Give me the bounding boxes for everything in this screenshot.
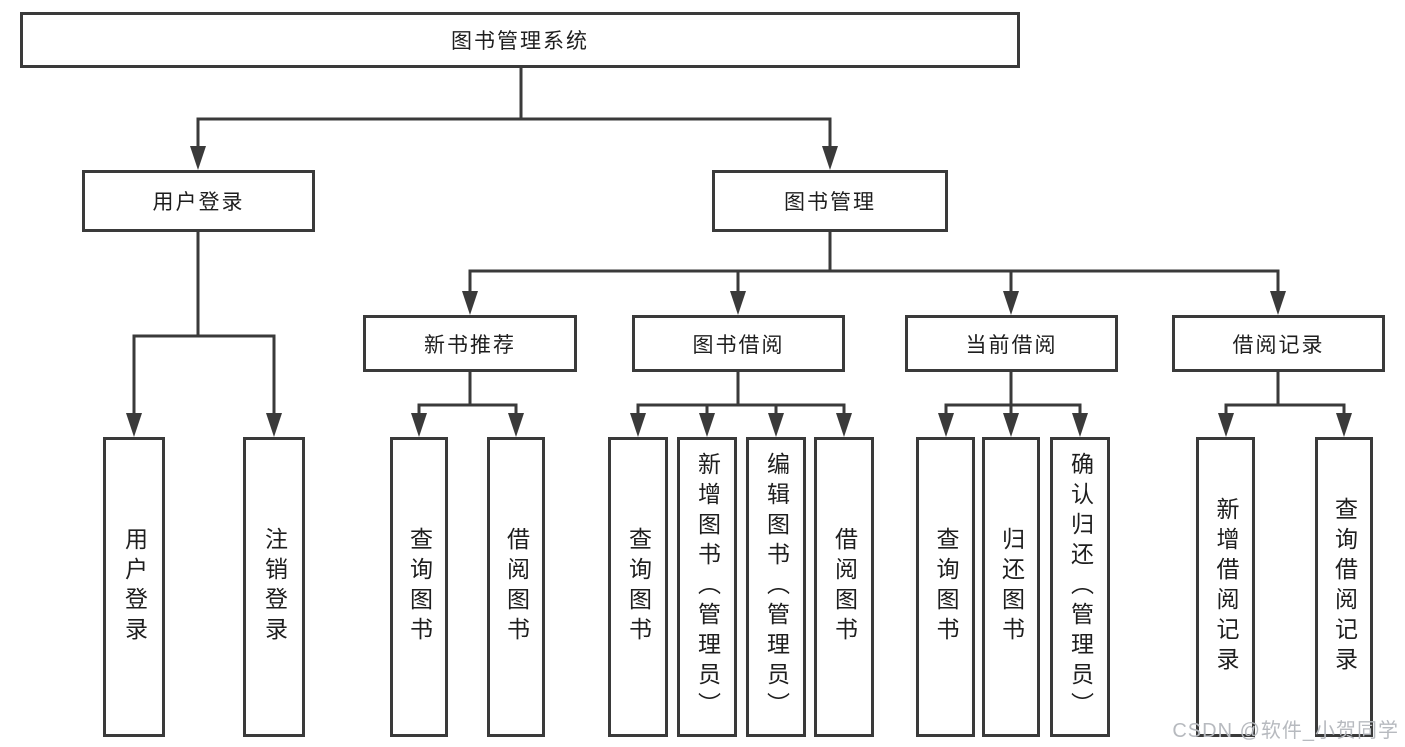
node-label: 新书推荐 [424,333,516,357]
node-label: 借阅图书 [503,527,530,647]
node-book-management: 图书管理 [712,170,948,232]
node-borrowing-records: 借阅记录 [1172,315,1385,372]
node-borrow-books-1: 借阅图书 [487,437,545,737]
node-label: 归还图书 [998,527,1025,647]
node-label: 图书管理系统 [451,30,589,53]
node-label: 用户登录 [152,191,245,214]
node-label: 图书管理 [784,191,876,214]
node-label: 借阅记录 [1232,333,1325,357]
node-borrow-books-2: 借阅图书 [814,437,874,737]
node-label: 用户登录 [121,527,148,647]
node-user-login: 用户登录 [82,170,315,232]
node-library-management-system: 图书管理系统 [20,12,1020,68]
node-label: 图书借阅 [692,333,785,357]
node-logout: 注销登录 [243,437,305,737]
node-label: 新增借阅记录 [1213,497,1239,677]
node-user-login-leaf: 用户登录 [103,437,165,737]
csdn-watermark: CSDN @软件_小贺同学 [1172,720,1399,742]
node-label: 查询图书 [625,527,652,647]
node-label: 注销登录 [261,527,288,647]
node-query-books-2: 查询图书 [608,437,668,737]
node-book-borrowing: 图书借阅 [632,315,845,372]
node-query-books-1: 查询图书 [390,437,448,737]
node-confirm-return-admin: 确认归还（管理员） [1050,437,1110,737]
node-label: 查询图书 [406,527,433,647]
node-label: 查询借阅记录 [1331,497,1358,677]
node-query-borrowing-record: 查询借阅记录 [1315,437,1373,737]
node-return-books: 归还图书 [982,437,1040,737]
node-label: 查询图书 [933,527,959,647]
node-label: 当前借阅 [965,333,1058,357]
node-current-borrowing: 当前借阅 [905,315,1118,372]
node-label: 确认归还（管理员） [1067,452,1094,722]
node-edit-books-admin: 编辑图书（管理员） [746,437,806,737]
node-label: 新增图书（管理员） [694,452,721,722]
node-new-book-recommendation: 新书推荐 [363,315,577,372]
node-add-borrowing-record: 新增借阅记录 [1196,437,1255,737]
node-query-books-3: 查询图书 [916,437,975,737]
node-label: 借阅图书 [831,527,858,647]
node-label: 编辑图书（管理员） [763,452,790,722]
node-add-books-admin: 新增图书（管理员） [677,437,737,737]
